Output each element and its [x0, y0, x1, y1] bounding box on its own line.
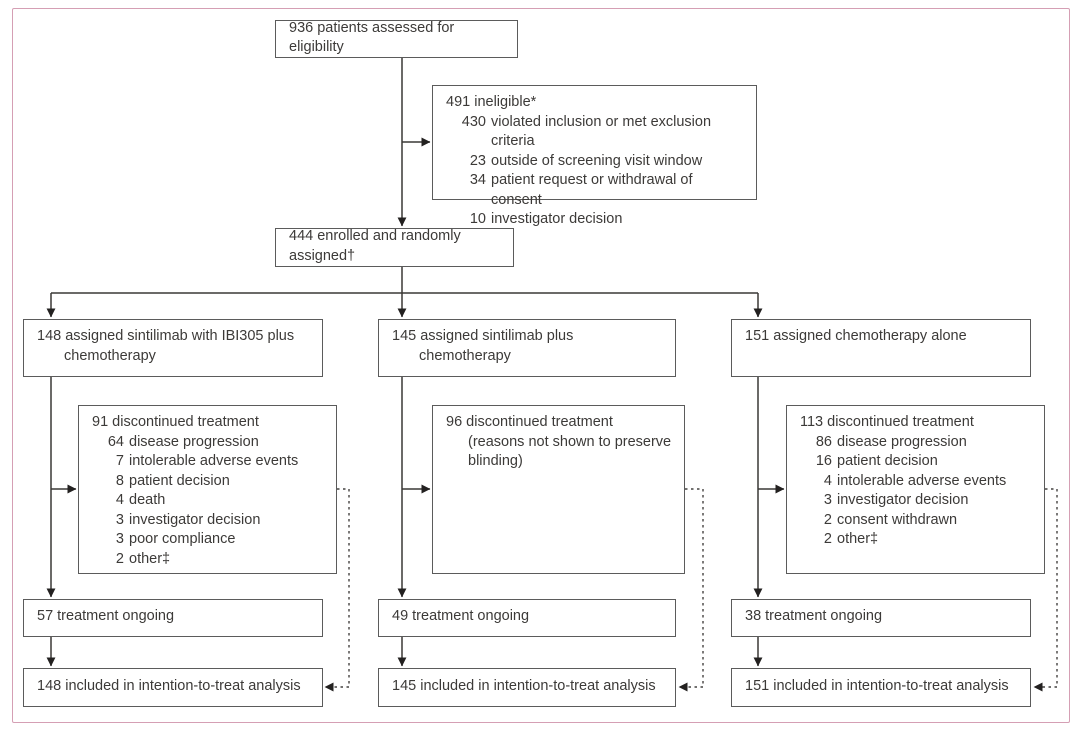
reason-text: disease progression	[837, 433, 967, 450]
reason-num: 3	[823, 492, 832, 508]
discontinued-reason-row: 2 consent withdrawn	[800, 511, 1032, 531]
reason-num: 86	[815, 433, 832, 450]
ongoing-box-arm2: 49 treatment ongoing	[378, 599, 676, 637]
discontinued-reason-row: 16 patient decision	[800, 452, 1032, 472]
reason-num: 4	[115, 492, 124, 508]
itt-text: 145 included in intention-to-treat analy…	[392, 677, 656, 694]
reason-num: 3	[115, 511, 124, 528]
reason-text: patient decision	[129, 472, 230, 489]
ineligible-reason-row: 430 violated inclusion or met exclusion …	[446, 113, 744, 152]
reason-num: 2	[115, 550, 124, 567]
itt-box-arm3: 151 included in intention-to-treat analy…	[731, 668, 1031, 707]
ongoing-text: 57 treatment ongoing	[37, 608, 175, 625]
reason-text: consent withdrawn	[837, 511, 958, 528]
reason-text: patient decision	[837, 453, 938, 469]
discontinued-box-arm1: 91 discontinued treatment 64 disease pro…	[78, 405, 337, 574]
discontinued-main: 96 discontinued treatment (reasons not s…	[446, 414, 672, 469]
reason-num: 3	[115, 531, 124, 547]
reason-text: other‡	[129, 550, 171, 567]
reason-num: 64	[107, 433, 124, 450]
itt-text: 148 included in intention-to-treat analy…	[37, 677, 301, 694]
discontinued-reason-row: 2 other‡	[92, 550, 324, 570]
discontinued-reason-row: 2 other‡	[800, 530, 1032, 550]
discontinued-reason-row: 4 death	[92, 491, 324, 511]
reason-text: other‡	[837, 531, 879, 547]
discontinued-reason-row: 86 disease progression	[800, 433, 1032, 453]
assessed-box: 936 patients assessed for eligibility	[275, 20, 518, 58]
reason-num: 8	[115, 472, 124, 489]
reason-text: investigator decision	[491, 211, 623, 227]
assigned-text: 145 assigned sintilimab plus chemotherap…	[392, 328, 574, 364]
reason-num: 2	[823, 511, 832, 528]
enrolled-box: 444 enrolled and randomly assigned†	[275, 228, 514, 267]
reason-num: 10	[469, 211, 486, 227]
discontinued-reason-row: 3 investigator decision	[800, 491, 1032, 511]
reason-text: investigator decision	[837, 492, 969, 508]
reason-num: 4	[823, 472, 832, 489]
discontinued-reason-row: 4 intolerable adverse events	[800, 472, 1032, 492]
assigned-box-arm3: 151 assigned chemotherapy alone	[731, 319, 1031, 377]
discontinued-reason-row: 7 intolerable adverse events	[92, 452, 324, 472]
assessed-text: 936 patients assessed for eligibility	[289, 19, 455, 56]
reason-num: 34	[469, 172, 486, 188]
reason-num: 16	[815, 453, 832, 469]
ineligible-box: 491 ineligible* 430 violated inclusion o…	[432, 85, 757, 227]
reason-num: 430	[461, 113, 486, 130]
discontinued-main: 91 discontinued treatment	[92, 414, 259, 430]
discontinued-reason-row: 3 investigator decision	[92, 511, 324, 531]
reason-text: disease progression	[129, 433, 259, 450]
itt-box-arm2: 145 included in intention-to-treat analy…	[378, 668, 676, 707]
enrolled-text: 444 enrolled and randomly assigned†	[289, 228, 461, 264]
itt-box-arm1: 148 included in intention-to-treat analy…	[23, 668, 323, 707]
reason-text: violated inclusion or met exclusion crit…	[491, 113, 712, 150]
ineligible-reason-row: 34 patient request or withdrawal of cons…	[446, 171, 744, 210]
discontinued-box-arm3: 113 discontinued treatment 86 disease pr…	[786, 405, 1045, 574]
reason-text: death	[129, 492, 166, 508]
discontinued-main: 113 discontinued treatment	[800, 414, 974, 430]
ongoing-box-arm3: 38 treatment ongoing	[731, 599, 1031, 637]
discontinued-reason-row: 64 disease progression	[92, 433, 324, 453]
ongoing-box-arm1: 57 treatment ongoing	[23, 599, 323, 637]
reason-text: intolerable adverse events	[837, 472, 1007, 489]
discontinued-reason-row: 8 patient decision	[92, 472, 324, 492]
assigned-text: 148 assigned sintilimab with IBI305 plus…	[37, 328, 295, 364]
assigned-box-arm1: 148 assigned sintilimab with IBI305 plus…	[23, 319, 323, 377]
discontinued-reason-row: 3 poor compliance	[92, 530, 324, 550]
ongoing-text: 49 treatment ongoing	[392, 608, 530, 625]
ongoing-text: 38 treatment ongoing	[745, 608, 883, 625]
discontinued-box-arm2: 96 discontinued treatment (reasons not s…	[432, 405, 685, 574]
reason-num: 7	[115, 453, 124, 469]
reason-text: intolerable adverse events	[129, 453, 299, 469]
reason-num: 2	[823, 531, 832, 547]
itt-text: 151 included in intention-to-treat analy…	[745, 677, 1009, 694]
reason-text: investigator decision	[129, 511, 261, 528]
assigned-text: 151 assigned chemotherapy alone	[745, 328, 967, 344]
ineligible-reason-row: 23 outside of screening visit window	[446, 152, 744, 172]
ineligible-reason-row: 10 investigator decision	[446, 210, 744, 230]
reason-num: 23	[469, 152, 486, 169]
reason-text: poor compliance	[129, 531, 236, 547]
assigned-box-arm2: 145 assigned sintilimab plus chemotherap…	[378, 319, 676, 377]
reason-text: patient request or withdrawal of consent	[491, 172, 693, 208]
reason-text: outside of screening visit window	[491, 152, 703, 169]
ineligible-main: 491 ineligible*	[446, 94, 537, 110]
